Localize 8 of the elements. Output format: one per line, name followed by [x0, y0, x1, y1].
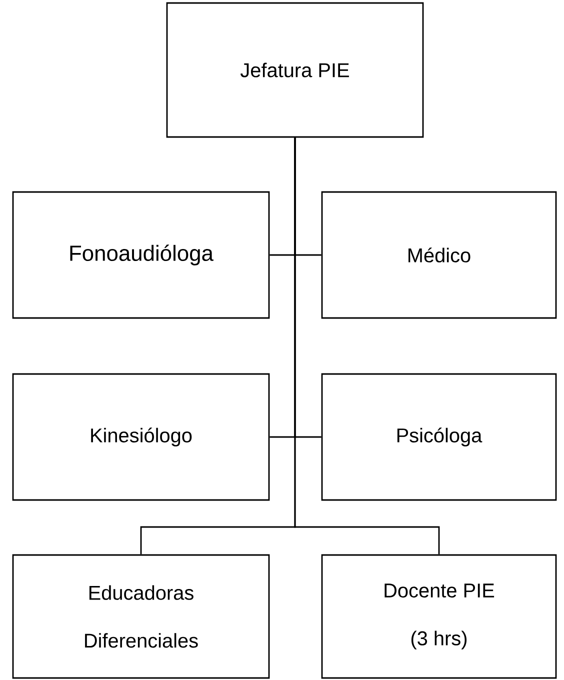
org-box: Médico	[321, 191, 557, 319]
org-box: Educadoras Diferenciales	[12, 554, 270, 679]
org-box: Docente PIE (3 hrs)	[321, 554, 557, 679]
connector-line	[294, 138, 440, 554]
org-box: Jefatura PIE	[166, 2, 424, 138]
org-box: Kinesiólogo	[12, 373, 270, 501]
org-box: Fonoaudióloga	[12, 191, 270, 319]
org-box: Psicóloga	[321, 373, 557, 501]
